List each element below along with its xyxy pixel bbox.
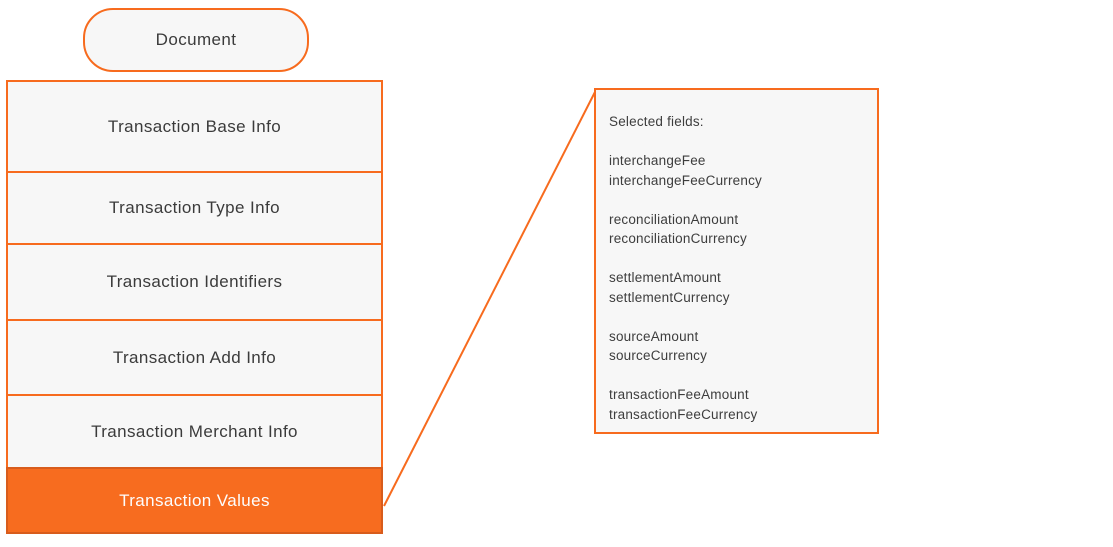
selected-fields-panel: Selected fields: interchangeFee intercha… <box>594 88 879 434</box>
section-transaction-values-selected: Transaction Values <box>6 467 383 534</box>
field-name: settlementCurrency <box>609 289 730 305</box>
section-label: Transaction Merchant Info <box>91 421 298 441</box>
section-label: Transaction Values <box>119 490 270 510</box>
field-name: settlementAmount <box>609 270 722 285</box>
field-group-interchange: interchangeFee interchangeFeeCurrency <box>609 151 867 190</box>
section-stack: Transaction Base Info Transaction Type I… <box>6 80 383 534</box>
field-name: interchangeFee <box>609 153 706 168</box>
section-label: Transaction Add Info <box>112 347 277 367</box>
section-transaction-merchant-info: Transaction Merchant Info <box>6 394 383 469</box>
field-name: sourceAmount <box>609 328 699 344</box>
field-group-transaction-fee: transactionFeeAmount transactionFeeCurre… <box>609 385 867 424</box>
field-name: transactionFeeCurrency <box>609 406 758 422</box>
field-name: interchangeFeeCurrency <box>609 172 762 188</box>
document-node-label: Document <box>155 30 237 49</box>
section-transaction-identifiers: Transaction Identifiers <box>6 243 383 321</box>
section-label: Transaction Base Info <box>107 116 282 136</box>
document-node: Document <box>83 8 309 72</box>
section-transaction-add-info: Transaction Add Info <box>6 319 383 396</box>
section-label: Transaction Identifiers <box>106 272 283 291</box>
field-name: reconciliationCurrency <box>609 231 747 246</box>
field-group-reconciliation: reconciliationAmount reconciliationCurre… <box>609 210 867 249</box>
field-name: transactionFeeAmount <box>609 387 749 402</box>
section-transaction-type-info: Transaction Type Info <box>6 171 383 245</box>
field-group-source: sourceAmount sourceCurrency <box>609 327 867 366</box>
field-name: reconciliationAmount <box>609 211 739 227</box>
panel-title: Selected fields: <box>609 114 704 129</box>
field-name: sourceCurrency <box>609 348 708 363</box>
section-transaction-base-info: Transaction Base Info <box>6 80 383 173</box>
section-label: Transaction Type Info <box>109 198 280 217</box>
field-group-settlement: settlementAmount settlementCurrency <box>609 268 867 307</box>
